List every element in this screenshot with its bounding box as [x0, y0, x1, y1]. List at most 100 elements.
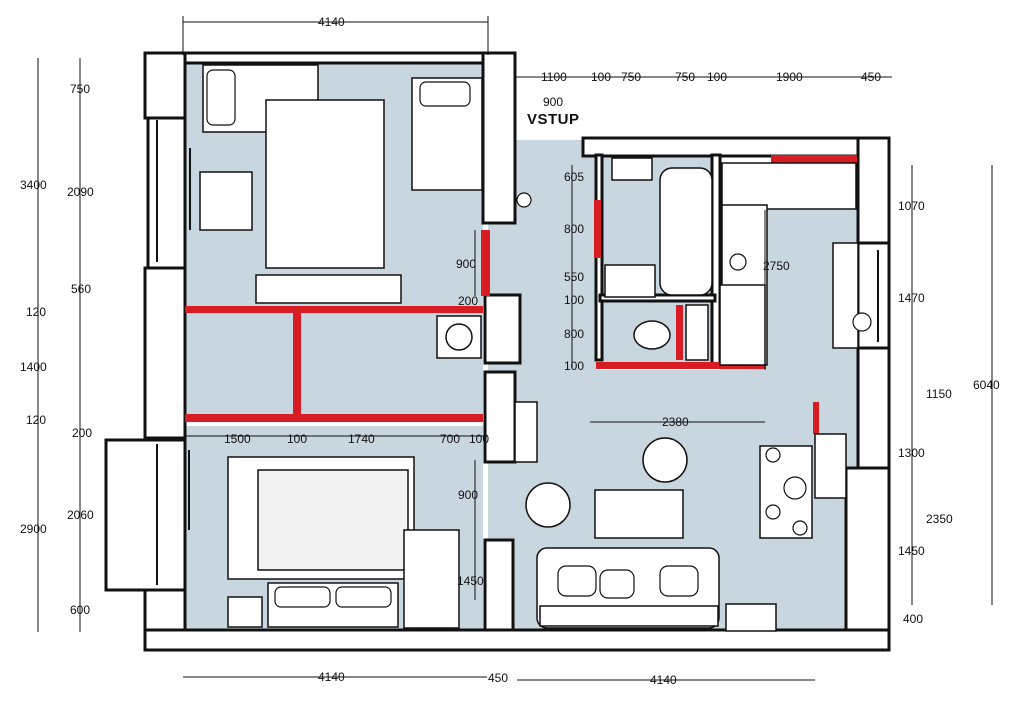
pillow-bed-1 [274, 586, 331, 608]
dim-living-2380: 2380 [662, 415, 689, 429]
tv-stand-living [814, 433, 847, 499]
dim-row-700: 700 [440, 432, 460, 446]
cushion-3 [659, 565, 699, 597]
dim-bath-605: 605 [564, 170, 584, 184]
plant-4 [516, 192, 532, 208]
toilet [633, 320, 671, 350]
pillow-2 [419, 81, 471, 107]
cushion-2 [599, 569, 635, 599]
walls [104, 51, 891, 652]
wall-left-window-2 [104, 438, 187, 592]
dim-top-750a: 750 [621, 70, 641, 84]
sideboard [725, 603, 777, 632]
wall-left-lower [143, 588, 187, 632]
dim-right-1070: 1070 [898, 199, 925, 213]
dim-row-1740: 1740 [348, 432, 375, 446]
desk [199, 171, 253, 231]
dim-mid-900a: 900 [456, 257, 476, 271]
new-wall-lower-bar [185, 414, 483, 422]
wall-hall-bottom [483, 538, 515, 634]
wc-cabinet [685, 304, 709, 361]
entrance-label: VSTUP [527, 111, 580, 128]
new-walls [185, 155, 857, 434]
rug [265, 99, 385, 269]
dim-row-100b: 100 [469, 432, 489, 446]
bath-shelf [611, 157, 653, 181]
windows [156, 120, 879, 585]
new-wall-bath [594, 200, 601, 258]
dim-top-100b: 100 [707, 70, 727, 84]
armchair-1 [642, 437, 688, 483]
plant-2 [852, 312, 872, 332]
tv-unit [255, 274, 402, 304]
wall-left-upper [143, 51, 187, 120]
dim-left-600: 600 [70, 603, 90, 617]
chair-2 [765, 504, 781, 520]
dim-bottom-4140a: 4140 [318, 670, 345, 684]
dim-left-200: 200 [72, 426, 92, 440]
dim-right-400: 400 [903, 612, 923, 626]
dim-kitchen-2750: 2750 [763, 259, 790, 273]
wall-hall-low [483, 370, 517, 464]
plant-3 [783, 476, 807, 500]
dim-top-1900: 1900 [776, 70, 803, 84]
wall-bottom [143, 628, 891, 652]
dim-top-450: 450 [861, 70, 881, 84]
dim-bottom-450: 450 [488, 671, 508, 685]
dim-bath-100a: 100 [564, 293, 584, 307]
wall-left-mid [143, 266, 187, 440]
dim-left-560: 560 [71, 282, 91, 296]
details [206, 69, 872, 608]
pillow-bed-2 [335, 586, 392, 608]
chair-1 [765, 447, 781, 463]
dim-left-3400: 3400 [20, 178, 47, 192]
dim-bath-100b: 100 [564, 359, 584, 373]
dim-left-1400: 1400 [20, 360, 47, 374]
new-wall-niche [813, 402, 819, 434]
dim-row-100: 100 [287, 432, 307, 446]
sofa-back [539, 605, 719, 627]
bathtub [659, 167, 713, 296]
dim-right-1470: 1470 [898, 291, 925, 305]
new-wall-wc [676, 305, 683, 360]
bed-cover [257, 469, 409, 571]
dim-left-120a: 120 [26, 305, 46, 319]
wall-right-window [856, 241, 891, 350]
dim-right-1150: 1150 [926, 387, 952, 401]
coffee-table [594, 489, 684, 539]
dim-mid-1450: 1450 [457, 574, 484, 588]
new-wall-bath-bottom [596, 362, 766, 369]
wall-right-low [844, 466, 891, 652]
wall-right-top [856, 136, 891, 245]
wardrobe [403, 529, 460, 629]
cushion-1 [557, 565, 597, 597]
wall-bath-right [710, 153, 722, 369]
dim-bath-550: 550 [564, 270, 584, 284]
dim-right-6040: 6040 [973, 378, 1000, 392]
plant-1 [729, 253, 747, 271]
wall-hall-mid [483, 293, 522, 365]
dim-right-1300: 1300 [898, 446, 925, 460]
kitchen-counter-top [721, 162, 857, 210]
storage-floor [185, 312, 483, 420]
new-wall-hall [481, 230, 490, 296]
nightstand [227, 596, 263, 628]
dim-left-2090: 2090 [67, 185, 94, 199]
shoe-cabinet [514, 401, 538, 463]
washer-drum [445, 323, 473, 351]
wall-bath-mid [598, 293, 717, 303]
dim-door-900: 900 [543, 95, 563, 109]
dim-left-750: 750 [70, 82, 90, 96]
dim-bottom-4140b: 4140 [650, 673, 677, 687]
pillow-1 [206, 69, 236, 126]
dim-bath-800a: 800 [564, 222, 584, 236]
dim-bath-800b: 800 [564, 327, 584, 341]
wall-right-mid [856, 346, 891, 470]
dim-top-1100: 1100 [541, 70, 567, 84]
dim-top-100a: 100 [591, 70, 611, 84]
dimension-lines [37, 16, 993, 681]
wall-top-right [581, 136, 891, 158]
dim-left-2900: 2900 [20, 522, 47, 536]
kitchen-counter-right [832, 242, 859, 349]
